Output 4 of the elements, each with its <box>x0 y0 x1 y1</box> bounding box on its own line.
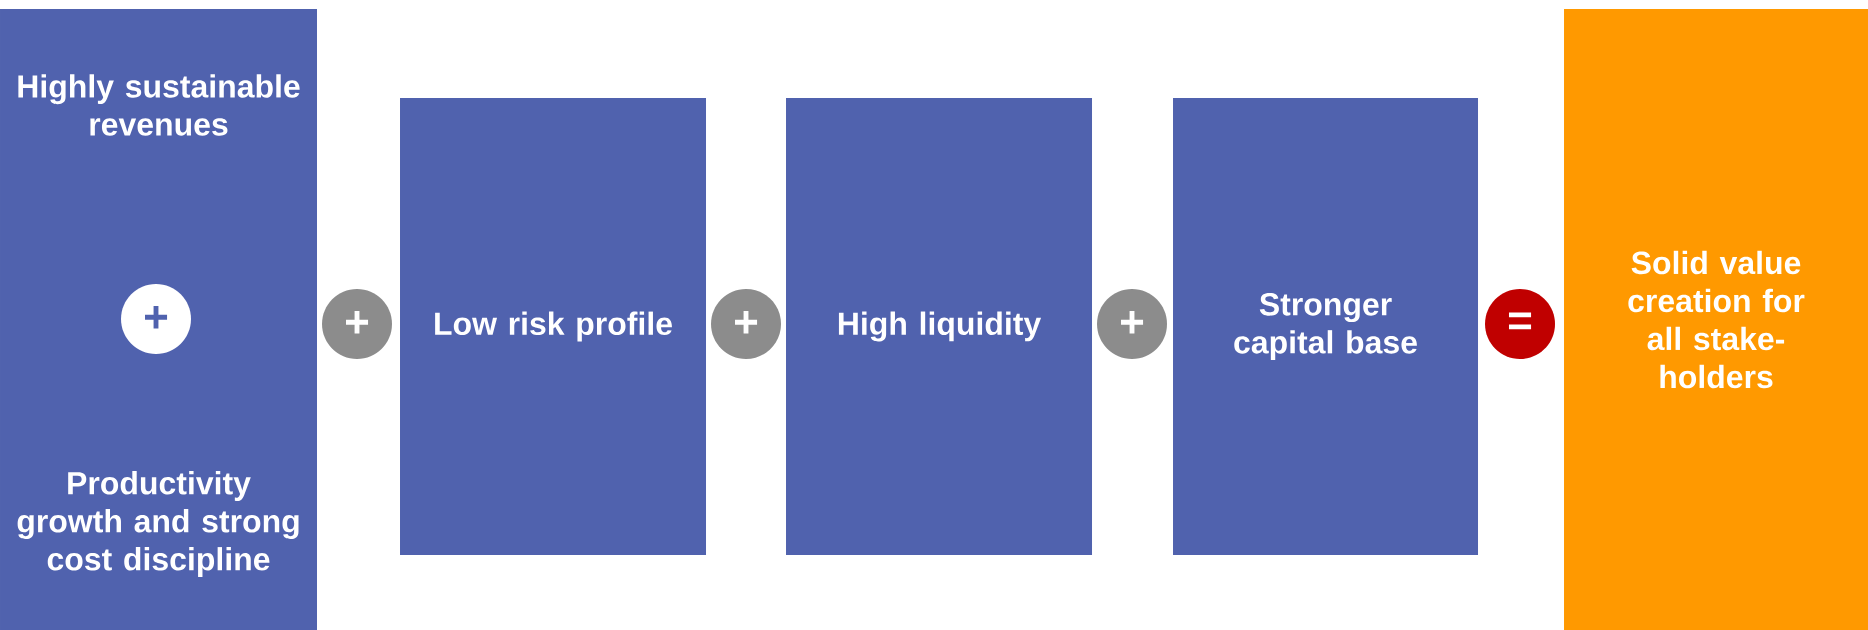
text-box: Stronger capital base <box>1173 98 1478 555</box>
text-box: Low risk profile <box>400 98 706 555</box>
text-box: High liquidity <box>786 98 1092 555</box>
text-box: Solid value creation for all stake-holders <box>1564 9 1868 630</box>
